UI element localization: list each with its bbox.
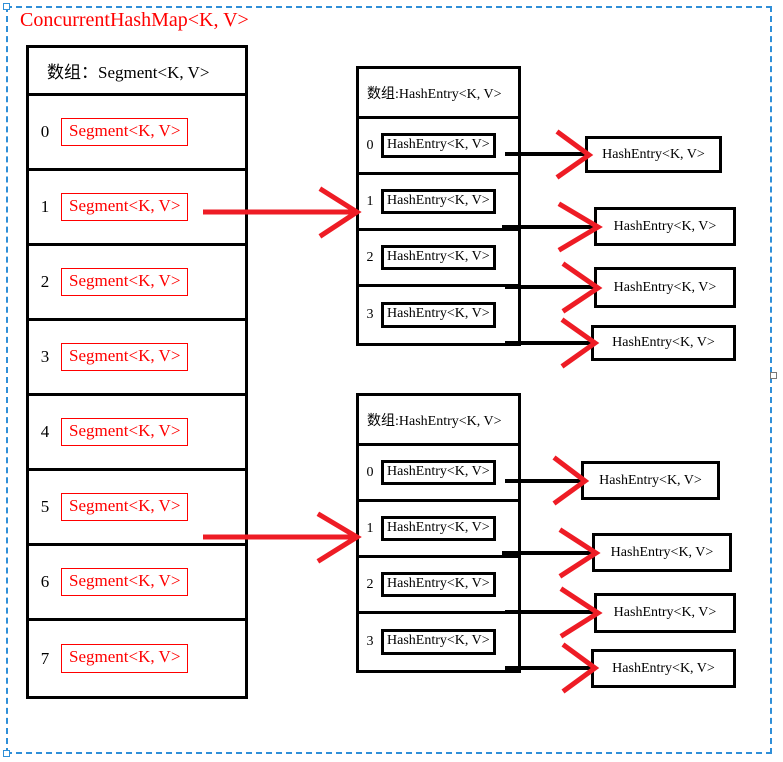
hashentry-node[interactable]: HashEntry<K, V>: [592, 533, 732, 572]
hashentry-array-table-2: 数组:HashEntry<K, V> 0 HashEntry<K, V> 1 H…: [356, 393, 521, 673]
hashentry-node[interactable]: HashEntry<K, V>: [591, 325, 736, 361]
selection-handle-right-middle[interactable]: [770, 372, 777, 379]
hashentry-array-table-1: 数组:HashEntry<K, V> 0 HashEntry<K, V> 1 H…: [356, 66, 521, 346]
segment-cell[interactable]: Segment<K, V>: [61, 192, 189, 222]
segment-row[interactable]: 0 Segment<K, V>: [29, 96, 245, 171]
hashentry-node[interactable]: HashEntry<K, V>: [585, 136, 722, 173]
segment-row-index: 0: [40, 122, 50, 141]
segment-row-index: 1: [40, 197, 50, 216]
segment-row-index: 2: [40, 272, 50, 291]
segment-table-header: 数组：Segment<K, V>: [29, 48, 245, 96]
hashentry-cell[interactable]: HashEntry<K, V>: [381, 571, 496, 598]
hashentry-cell[interactable]: HashEntry<K, V>: [381, 515, 496, 542]
hashentry-row[interactable]: 2 HashEntry<K, V>: [359, 231, 518, 287]
hashentry-row-index: 0: [366, 464, 374, 480]
hashentry-row-index: 3: [366, 634, 374, 649]
hashentry-row-index: 1: [366, 193, 374, 209]
segment-array-table: 数组：Segment<K, V> 0 Segment<K, V> 1 Segme…: [26, 45, 248, 699]
segment-row[interactable]: 1 Segment<K, V>: [29, 171, 245, 246]
hashentry-row-index: 3: [366, 307, 374, 322]
segment-row-index: 7: [40, 648, 50, 668]
segment-row-index: 4: [40, 422, 50, 441]
segment-cell[interactable]: Segment<K, V>: [61, 342, 189, 372]
segment-row-index: 6: [40, 572, 50, 591]
hashentry-cell[interactable]: HashEntry<K, V>: [381, 244, 496, 271]
hashentry-node[interactable]: HashEntry<K, V>: [591, 649, 736, 688]
hashentry-row[interactable]: 1 HashEntry<K, V>: [359, 175, 518, 231]
hashentry-cell[interactable]: HashEntry<K, V>: [381, 459, 496, 486]
segment-row[interactable]: 5 Segment<K, V>: [29, 471, 245, 546]
hashentry-cell[interactable]: HashEntry<K, V>: [381, 188, 496, 215]
hashentry-row[interactable]: 3 HashEntry<K, V>: [359, 614, 518, 670]
hashentry-row[interactable]: 1 HashEntry<K, V>: [359, 502, 518, 558]
selection-handle-top-left[interactable]: [3, 3, 10, 10]
hashentry-node[interactable]: HashEntry<K, V>: [594, 593, 736, 633]
selection-handle-bottom-left[interactable]: [3, 750, 10, 757]
segment-cell[interactable]: Segment<K, V>: [61, 117, 189, 147]
hashentry-row[interactable]: 2 HashEntry<K, V>: [359, 558, 518, 614]
hashentry-node[interactable]: HashEntry<K, V>: [581, 461, 720, 500]
segment-row-index: 3: [40, 347, 50, 366]
segment-row[interactable]: 7 Segment<K, V>: [29, 621, 245, 696]
segment-cell[interactable]: Segment<K, V>: [61, 567, 189, 597]
hashentry-cell[interactable]: HashEntry<K, V>: [381, 302, 496, 328]
hashentry-table-header: 数组:HashEntry<K, V>: [359, 69, 518, 119]
hashentry-row-index: 2: [366, 249, 374, 265]
segment-cell[interactable]: Segment<K, V>: [61, 267, 189, 297]
segment-cell[interactable]: Segment<K, V>: [61, 417, 189, 447]
hashentry-node[interactable]: HashEntry<K, V>: [594, 267, 736, 308]
hashentry-cell[interactable]: HashEntry<K, V>: [381, 132, 496, 159]
segment-row[interactable]: 6 Segment<K, V>: [29, 546, 245, 621]
hashentry-row-index: 1: [366, 520, 374, 536]
hashentry-row-index: 2: [366, 576, 374, 592]
hashentry-node[interactable]: HashEntry<K, V>: [594, 207, 736, 246]
segment-row-index: 5: [40, 497, 50, 516]
hashentry-cell[interactable]: HashEntry<K, V>: [381, 629, 496, 655]
segment-row[interactable]: 4 Segment<K, V>: [29, 396, 245, 471]
hashentry-row[interactable]: 3 HashEntry<K, V>: [359, 287, 518, 343]
hashentry-row[interactable]: 0 HashEntry<K, V>: [359, 446, 518, 502]
segment-row[interactable]: 2 Segment<K, V>: [29, 246, 245, 321]
hashentry-table-header: 数组:HashEntry<K, V>: [359, 396, 518, 446]
hashentry-row-index: 0: [366, 137, 374, 153]
segment-cell[interactable]: Segment<K, V>: [61, 644, 189, 673]
segment-row[interactable]: 3 Segment<K, V>: [29, 321, 245, 396]
segment-cell[interactable]: Segment<K, V>: [61, 492, 189, 522]
diagram-title: ConcurrentHashMap<K, V>: [20, 9, 249, 31]
hashentry-row[interactable]: 0 HashEntry<K, V>: [359, 119, 518, 175]
